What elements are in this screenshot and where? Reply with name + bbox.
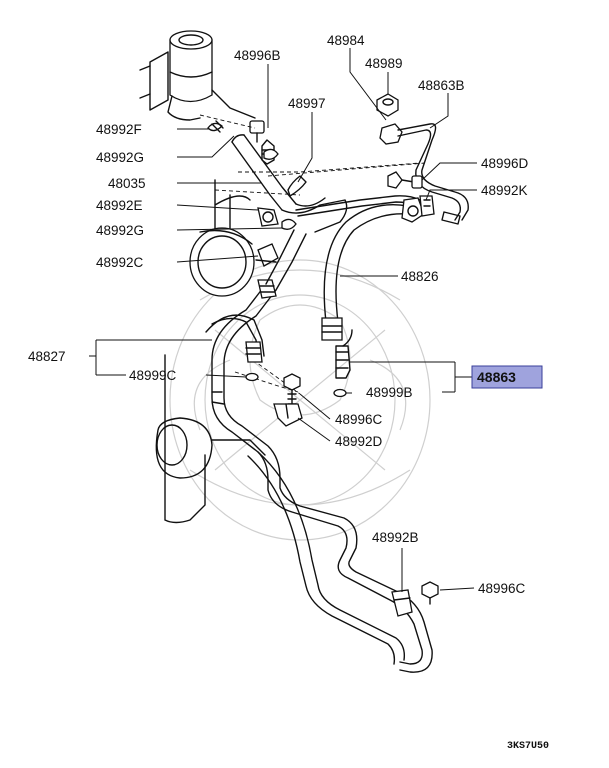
label-48997[interactable]: 48997	[288, 96, 326, 111]
diagram-code: 3KS7U50	[507, 741, 549, 752]
bracket-48992B[interactable]	[391, 589, 413, 617]
label-48984[interactable]: 48984	[327, 33, 365, 48]
hose-48826-lower-fitting[interactable]	[321, 317, 343, 341]
label-48996C-bottom[interactable]: 48996C	[478, 581, 526, 596]
clamp-48992G-top[interactable]	[263, 148, 279, 160]
label-48999C[interactable]: 48999C	[129, 368, 177, 383]
label-48992B[interactable]: 48992B	[372, 530, 419, 545]
bolt-48996B-top[interactable]	[249, 120, 265, 143]
clamp-48992G-mid[interactable]	[281, 218, 297, 230]
oring-48999C[interactable]	[245, 372, 259, 382]
label-48996B[interactable]: 48996B	[234, 48, 281, 63]
label-48989[interactable]: 48989	[365, 56, 403, 71]
bolt-48996C-bottom[interactable]	[421, 581, 439, 605]
label-48035[interactable]: 48035	[108, 176, 146, 191]
clamp-48992F[interactable]	[207, 120, 224, 133]
hose-48827-top-fitting[interactable]	[257, 279, 277, 299]
highlight-box-48863	[471, 365, 543, 389]
bracket-48992D[interactable]	[273, 403, 303, 427]
bolt-48996D[interactable]	[387, 171, 423, 189]
part-labels: 48996B 48984 48989 48863B 48997 48992F 4…	[28, 33, 529, 596]
label-48826[interactable]: 48826	[401, 269, 439, 284]
reservoir-tank[interactable]	[139, 30, 256, 121]
label-48863[interactable]: 48863	[477, 369, 516, 385]
return-hose-48035[interactable]	[231, 134, 348, 233]
label-48992F[interactable]: 48992F	[96, 122, 142, 137]
hose-48827[interactable]	[205, 283, 433, 673]
tube-48863[interactable]	[335, 329, 353, 379]
label-48992G-mid[interactable]: 48992G	[96, 223, 144, 238]
hose-48826[interactable]	[323, 195, 435, 323]
label-48999B[interactable]: 48999B	[366, 385, 413, 400]
label-48992K[interactable]: 48992K	[481, 183, 528, 198]
pump-body[interactable]	[189, 227, 255, 297]
label-48992E[interactable]: 48992E	[96, 198, 143, 213]
bolt-48996C-mid[interactable]	[283, 373, 301, 409]
fitting-48827-upper[interactable]	[245, 341, 263, 363]
label-48992D[interactable]: 48992D	[335, 434, 383, 449]
return-tube-lower[interactable]	[265, 229, 307, 291]
clamp-48992C[interactable]	[255, 243, 279, 267]
label-48996C-mid[interactable]: 48996C	[335, 412, 383, 427]
fitting-48984[interactable]	[379, 123, 403, 145]
oring-48999B[interactable]	[333, 388, 347, 398]
clamp-48992E[interactable]	[257, 207, 279, 227]
leader-lines	[89, 48, 477, 592]
watermark-emblem	[169, 259, 431, 541]
label-48827[interactable]: 48827	[28, 349, 66, 364]
label-48863B[interactable]: 48863B	[418, 78, 465, 93]
label-48992G-top[interactable]: 48992G	[96, 150, 144, 165]
label-48996D[interactable]: 48996D	[481, 156, 529, 171]
label-48992C[interactable]: 48992C	[96, 255, 144, 270]
